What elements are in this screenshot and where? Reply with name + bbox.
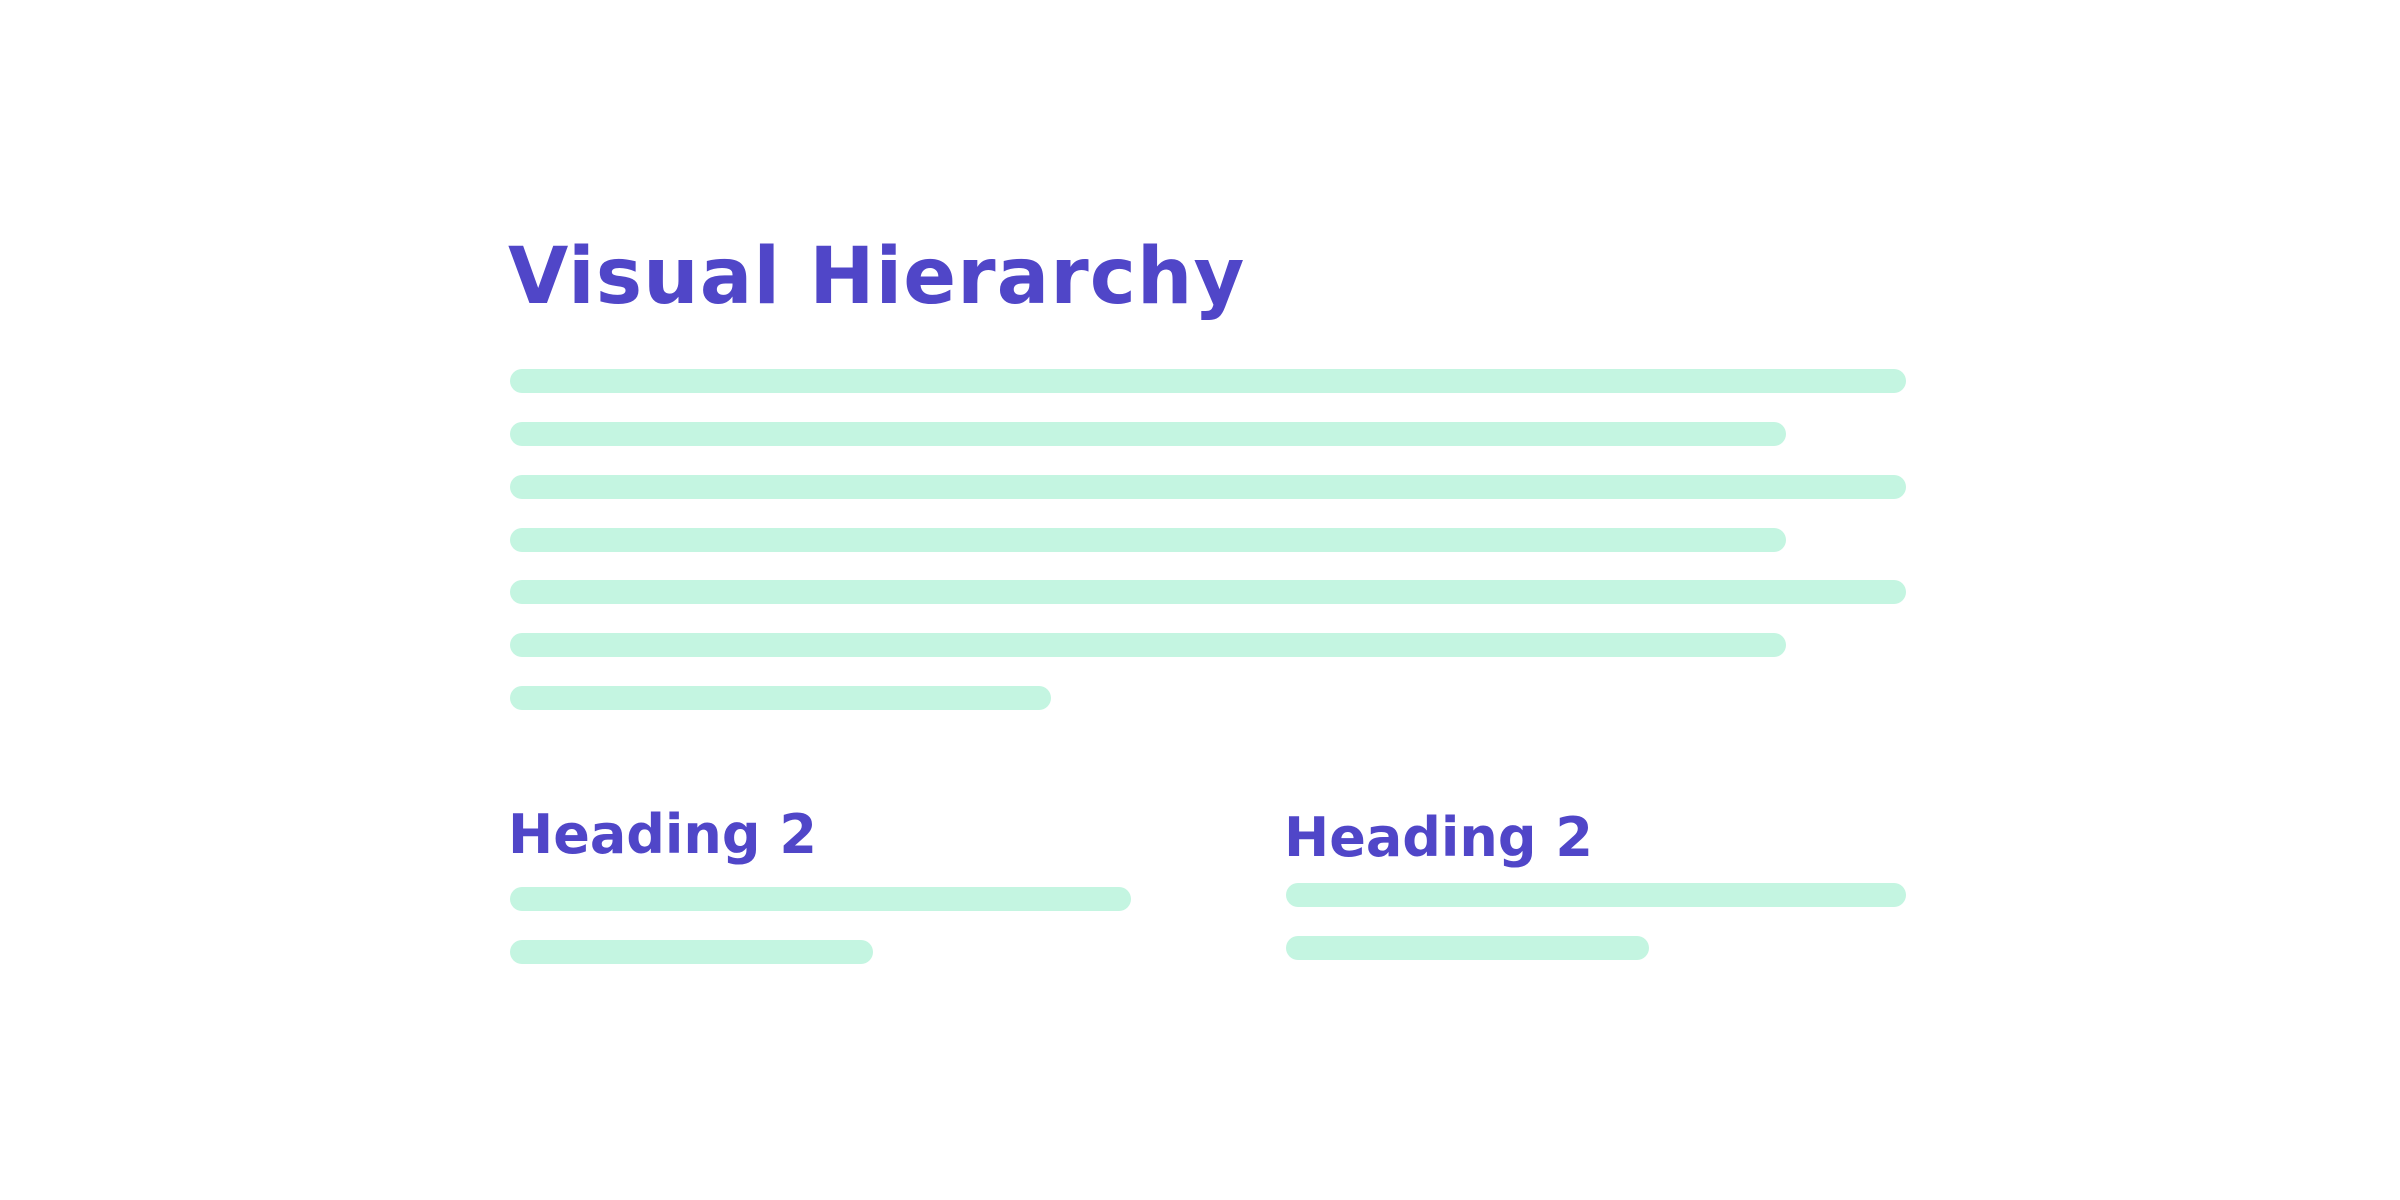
page-title: Visual Hierarchy [508, 232, 1246, 322]
section-heading-left: Heading 2 [508, 803, 817, 866]
paragraph-line [510, 528, 1786, 552]
section-left-line [510, 940, 873, 964]
paragraph-line [510, 422, 1786, 446]
section-right-line [1286, 936, 1649, 960]
section-left-line [510, 887, 1131, 911]
paragraph-line [510, 369, 1906, 393]
paragraph-line [510, 686, 1051, 710]
section-heading-right: Heading 2 [1284, 806, 1593, 869]
paragraph-line [510, 475, 1906, 499]
paragraph-line [510, 580, 1906, 604]
paragraph-line [510, 633, 1786, 657]
section-right-line [1286, 883, 1906, 907]
